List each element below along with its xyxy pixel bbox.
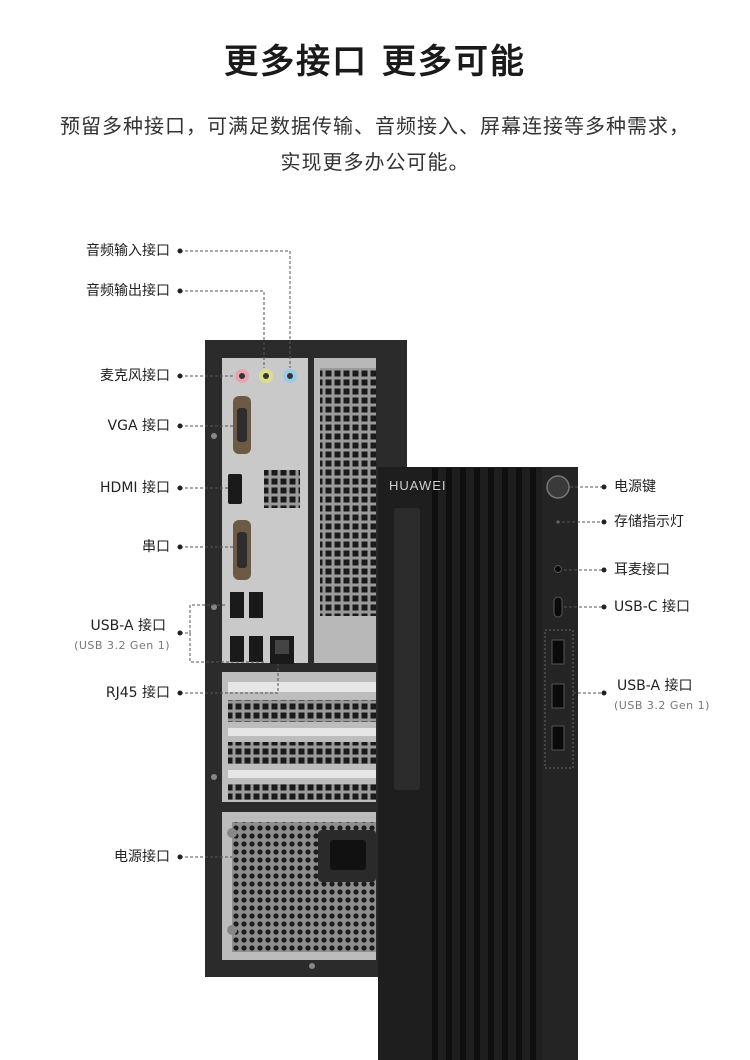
label-audio-in: 音频输入接口 — [86, 243, 170, 259]
leader-dots-right — [601, 484, 607, 696]
label-power-port: 电源接口 — [114, 849, 170, 865]
page-title: 更多接口 更多可能 — [224, 42, 526, 82]
label-mic: 麦克风接口 — [100, 368, 170, 384]
leader-lines-left — [180, 250, 291, 858]
front-case — [378, 467, 578, 1060]
leader-dots-left — [177, 248, 183, 860]
label-power-button: 电源键 — [614, 479, 656, 495]
label-serial: 串口 — [142, 539, 170, 555]
label-front-usba-spec: (USB 3.2 Gen 1) — [614, 699, 710, 712]
leader-lines-right — [562, 486, 604, 694]
label-hdmi: HDMI 接口 — [100, 480, 170, 496]
rear-case — [205, 340, 407, 977]
label-front-usba: USB-A 接口 — [617, 678, 693, 694]
label-usbc: USB-C 接口 — [614, 599, 691, 615]
label-audio-out: 音频输出接口 — [86, 283, 170, 299]
label-rj45: RJ45 接口 — [105, 685, 170, 701]
label-rear-usba-spec: (USB 3.2 Gen 1) — [74, 639, 170, 652]
label-rear-usba: USB-A 接口 — [90, 618, 166, 634]
label-vga: VGA 接口 — [107, 418, 170, 434]
page-subtitle: 预留多种接口，可满足数据传输、音频接入、屏幕连接等多种需求，实现更多办公可能。 — [60, 114, 690, 174]
brand-logo: HUAWEI — [389, 478, 447, 493]
label-storage-led: 存储指示灯 — [614, 514, 684, 530]
label-headset: 耳麦接口 — [614, 562, 670, 578]
